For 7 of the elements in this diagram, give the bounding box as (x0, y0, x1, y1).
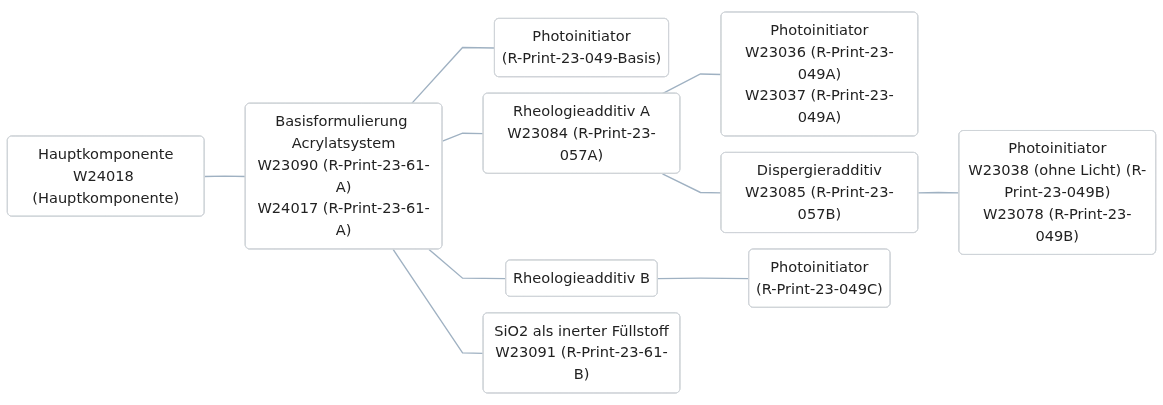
connector (441, 132, 485, 142)
connector (917, 191, 960, 194)
connector (203, 175, 247, 178)
connector (392, 248, 485, 355)
connector (657, 277, 750, 280)
connector (410, 46, 496, 105)
connector (428, 248, 507, 280)
